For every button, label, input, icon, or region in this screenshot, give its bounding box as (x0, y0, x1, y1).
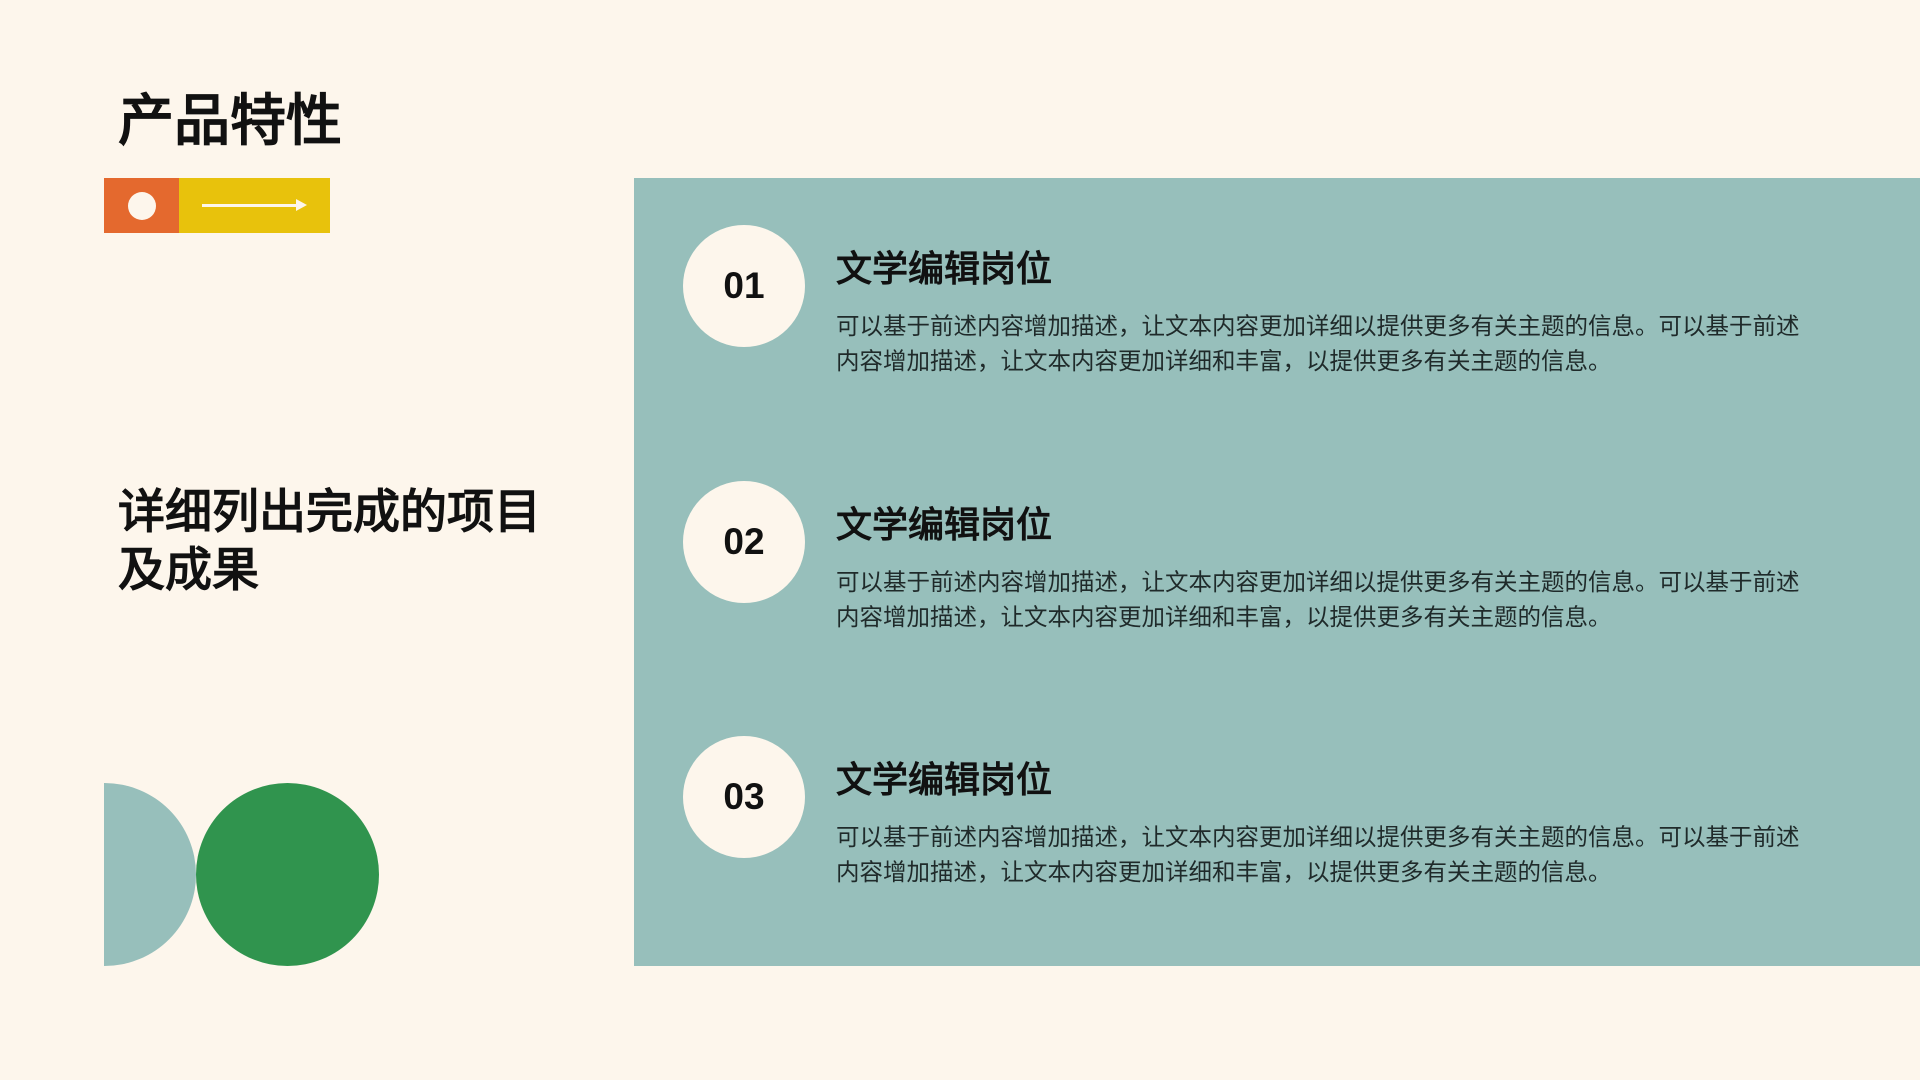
feature-description: 可以基于前述内容增加描述，让文本内容更加详细以提供更多有关主题的信息。可以基于前… (836, 823, 1800, 886)
feature-description: 可以基于前述内容增加描述，让文本内容更加详细以提供更多有关主题的信息。可以基于前… (836, 568, 1800, 631)
number-badge: 01 (683, 225, 805, 347)
decor-half-circle (104, 783, 196, 966)
decor-green-circle (196, 783, 379, 966)
title-accent-bar (104, 178, 330, 233)
feature-description: 可以基于前述内容增加描述，让文本内容更加详细以提供更多有关主题的信息。可以基于前… (836, 312, 1800, 375)
feature-item: 01 文学编辑岗位 可以基于前述内容增加描述，让文本内容更加详细以提供更多有关主… (683, 225, 1883, 375)
accent-yellow-block (179, 178, 330, 233)
slide-title: 产品特性 (118, 89, 342, 154)
feature-item: 03 文学编辑岗位 可以基于前述内容增加描述，让文本内容更加详细以提供更多有关主… (683, 736, 1883, 886)
dot-icon (128, 192, 156, 220)
feature-panel: 01 文学编辑岗位 可以基于前述内容增加描述，让文本内容更加详细以提供更多有关主… (634, 178, 1920, 966)
feature-title: 文学编辑岗位 (836, 760, 1053, 801)
feature-item: 02 文学编辑岗位 可以基于前述内容增加描述，让文本内容更加详细以提供更多有关主… (683, 481, 1883, 631)
feature-title: 文学编辑岗位 (836, 505, 1053, 546)
number-badge: 03 (683, 736, 805, 858)
feature-title: 文学编辑岗位 (836, 249, 1053, 290)
accent-orange-block (104, 178, 179, 233)
number-badge: 02 (683, 481, 805, 603)
slide-subtitle: 详细列出完成的项目及成果 (118, 485, 541, 598)
